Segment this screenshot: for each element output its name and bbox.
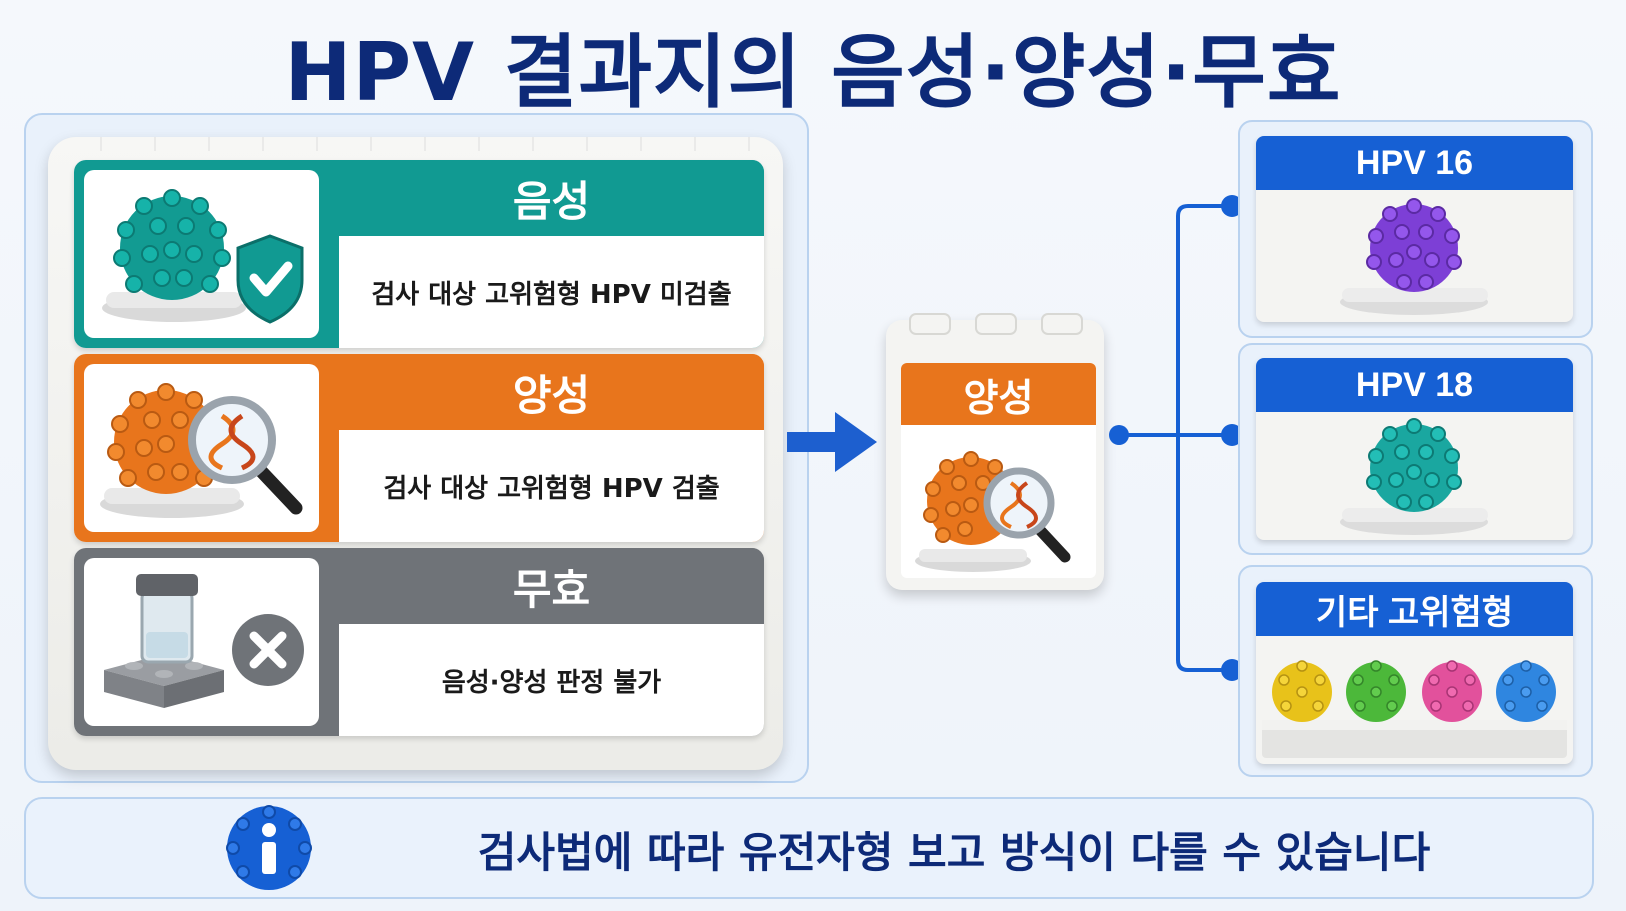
type-card-hpv18: HPV 18 — [1256, 358, 1573, 540]
magnifier-dna-icon — [188, 396, 303, 515]
type-card-other-high-risk: 기타 고위험형 — [1256, 582, 1573, 764]
virus-icon — [113, 189, 231, 300]
positive-label: 양성 — [339, 354, 764, 430]
virus-icon-pink — [1422, 660, 1482, 722]
other-types-illustration — [1262, 660, 1567, 758]
other-high-risk-label: 기타 고위험형 — [1256, 582, 1573, 636]
hpv18-label: HPV 18 — [1256, 358, 1573, 412]
invalid-description: 음성·양성 판정 불가 — [339, 624, 764, 736]
positive-illustration — [84, 364, 319, 532]
result-card-negative: 음성 검사 대상 고위험형 HPV 미검출 — [74, 160, 764, 348]
brick-icon — [104, 654, 224, 708]
virus-icon — [1366, 418, 1462, 512]
hpv16-label: HPV 16 — [1256, 136, 1573, 190]
invalid-label: 무효 — [339, 548, 764, 624]
x-circle-icon — [232, 614, 304, 686]
result-card-positive: 양성 검사 대상 고위험형 HPV 검출 — [74, 354, 764, 542]
virus-icon — [1366, 198, 1462, 292]
positive-detail-inner: 양성 — [901, 363, 1096, 578]
center-illustration — [915, 451, 1071, 572]
virus-icon-yellow — [1272, 660, 1332, 722]
virus-icon-blue — [1496, 660, 1556, 722]
hpv16-illustration — [1340, 198, 1488, 315]
hpv18-illustration — [1340, 418, 1488, 535]
positive-description: 검사 대상 고위험형 HPV 검출 — [339, 430, 764, 542]
negative-label: 음성 — [339, 160, 764, 236]
info-icon — [226, 805, 312, 890]
test-tube-icon — [136, 574, 198, 664]
center-positive-label: 양성 — [901, 363, 1096, 425]
magnifier-dna-icon — [983, 467, 1071, 563]
invalid-illustration — [84, 558, 319, 726]
negative-illustration — [84, 170, 319, 338]
shield-check-icon — [236, 234, 304, 324]
type-card-hpv16: HPV 16 — [1256, 136, 1573, 322]
info-note: 검사법에 따라 유전자형 보고 방식이 다를 수 있습니다 — [477, 827, 1431, 877]
arrow-right-icon — [787, 412, 877, 472]
virus-icon-green — [1346, 660, 1406, 722]
negative-description: 검사 대상 고위험형 HPV 미검출 — [339, 236, 764, 348]
page-title: HPV 결과지의 음성·양성·무효 — [284, 26, 1342, 119]
result-card-invalid: 무효 음성·양성 판정 불가 — [74, 548, 764, 736]
